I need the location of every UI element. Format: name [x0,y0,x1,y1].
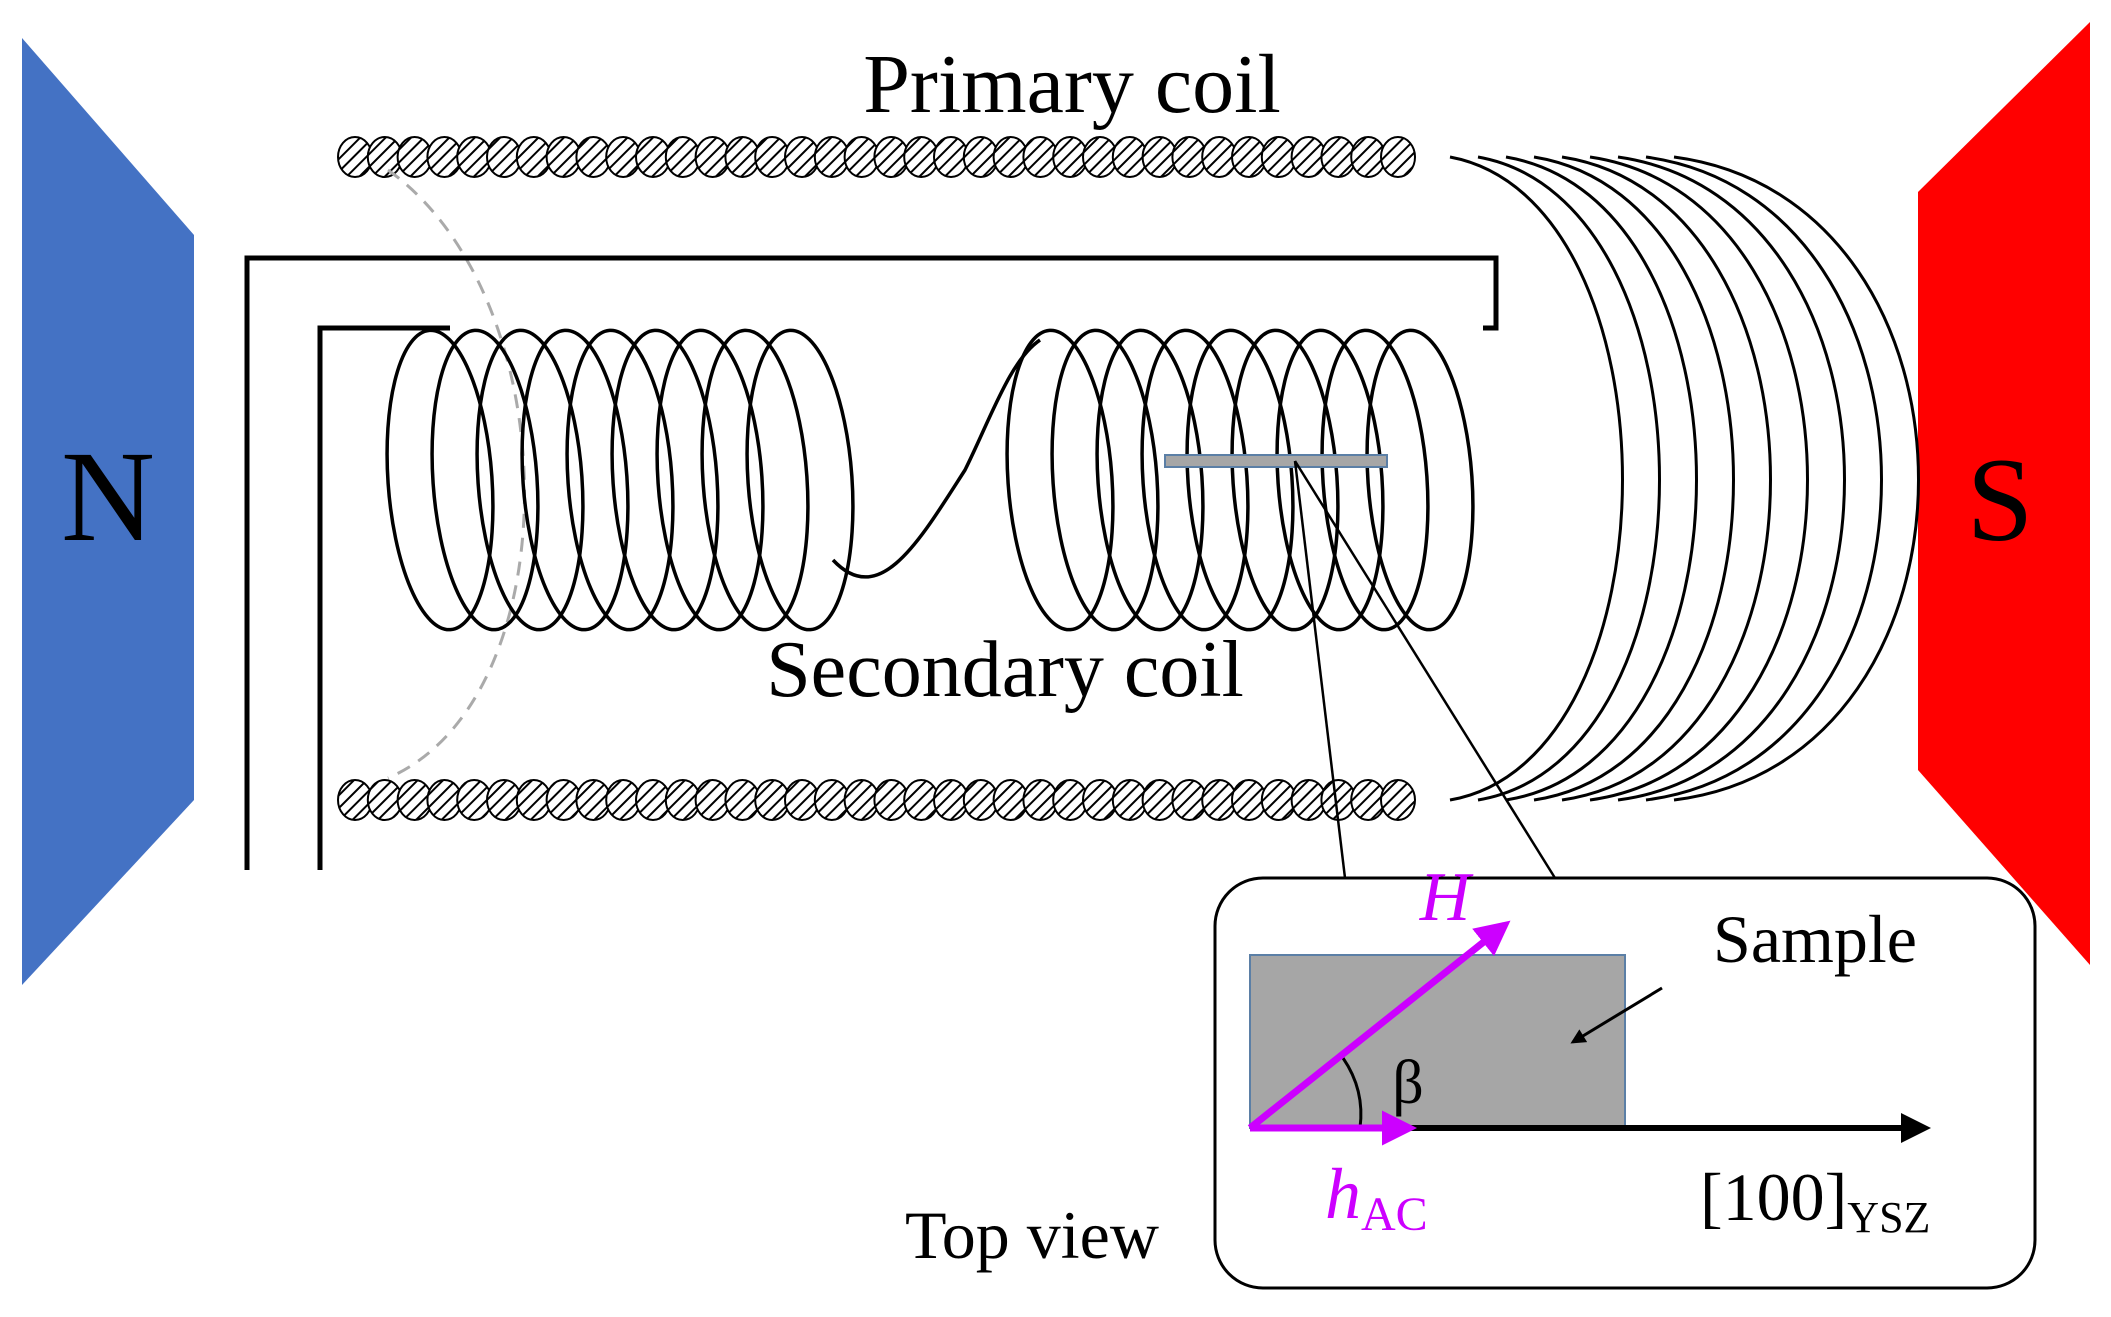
primary-coil-label: Primary coil [863,38,1281,131]
south-pole-label: S [1967,433,2034,566]
direction-label: [100]YSZ [1700,1159,1930,1242]
north-pole-label: N [61,425,155,569]
zoom-line-right [1293,460,1557,879]
secondary-coil-turn [1050,328,1160,632]
secondary-coil-turn [1230,328,1340,632]
primary-coil-top-wires [337,136,1416,178]
sample-top-view [1249,954,1626,1129]
north-pole [22,38,194,985]
secondary-coil-turn [1275,328,1385,632]
top-view-label: Top view [905,1197,1159,1273]
south-pole [1918,22,2090,965]
dashed-guide-arc [387,168,526,780]
secondary-coil-turn [475,328,585,632]
secondary-coil-turn [430,328,540,632]
secondary-coil-turn [1095,328,1205,632]
primary-coil-loop [1533,155,1735,802]
inner-lead-wire [317,325,450,870]
primary-coil-bottom-wires [337,779,1416,821]
zoom-line-left [1293,460,1347,879]
field-H-vector [1247,920,1511,1131]
secondary-coil-label: Secondary coil [766,626,1244,714]
sample-pointer [1570,986,1663,1044]
primary-coil-loop [1589,155,1809,802]
angle-label: β [1392,1049,1424,1117]
secondary-coil-right [1005,328,1475,632]
secondary-coil-turn [1140,328,1250,632]
secondary-coil-turn [385,328,495,632]
primary-coil-loop [1449,155,1624,802]
secondary-coil-turn [610,328,720,632]
secondary-coil-turn [1365,328,1475,632]
field-H-label: H [1419,859,1474,936]
secondary-coil-bridge [831,338,1041,579]
primary-coil-loops [1449,155,1920,802]
primary-coil-loop [1645,155,1883,802]
secondary-coil-turn [655,328,765,632]
secondary-coil-turn [700,328,810,632]
secondary-coil-turn [1320,328,1430,632]
sample-slab [1164,454,1388,468]
secondary-coil-left [385,328,855,632]
primary-coil-loop [1477,155,1661,802]
primary-coil-loop [1505,155,1698,802]
primary-coil-loop [1673,155,1920,802]
primary-wire-section [1380,136,1416,178]
primary-coil-loop [1561,155,1772,802]
primary-wire-section [1380,779,1416,821]
outer-lead-wire [244,255,1499,870]
secondary-coil-turn [565,328,675,632]
secondary-coil-turn [1185,328,1295,632]
secondary-coil-turn [745,328,855,632]
field-hac-label: hAC [1325,1154,1428,1241]
secondary-coil-turn [520,328,630,632]
primary-coil-loop [1617,155,1846,802]
sample-label: Sample [1713,901,1917,977]
angle-arc [1341,1057,1363,1129]
secondary-coil-turn [1005,328,1115,632]
